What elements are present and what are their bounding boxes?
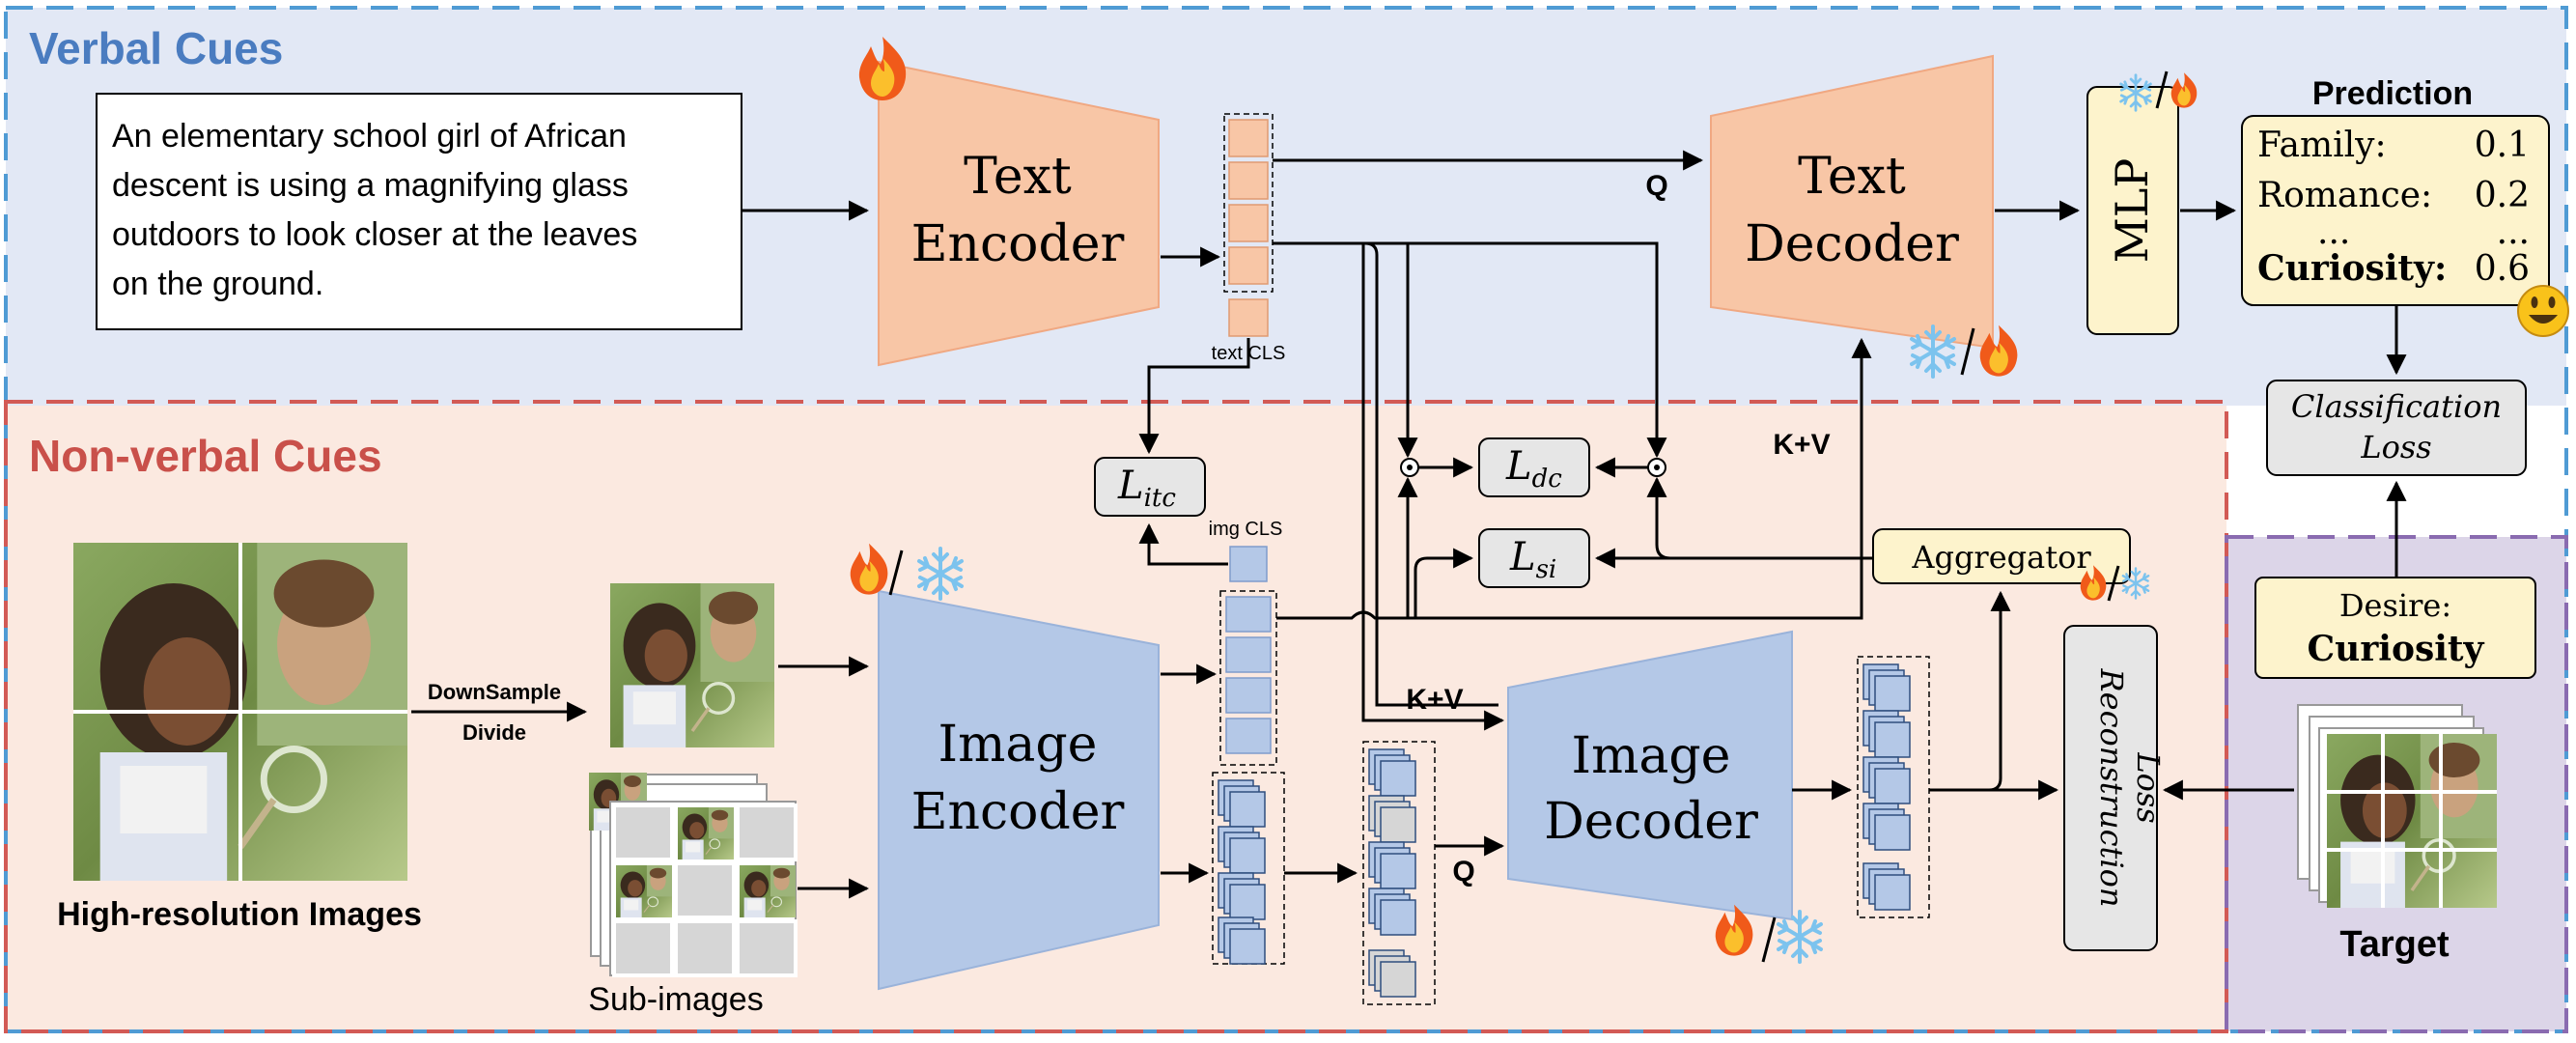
- aggregator-label: Aggregator: [1911, 539, 2091, 576]
- prediction-value-romance: 0.2: [2475, 176, 2530, 215]
- image-decoder-block: [1507, 630, 1793, 921]
- kv-label-image-decoder: K+V: [1406, 684, 1463, 716]
- q-label-image-decoder: Q: [1452, 856, 1474, 888]
- divide-label: Divide: [462, 720, 526, 745]
- image-encoder-label-2: Encoder: [911, 783, 1125, 841]
- img-cls-label: img CLS: [1209, 519, 1283, 540]
- caption-box: [96, 93, 742, 330]
- prediction-value-family: 0.1: [2475, 126, 2530, 165]
- mlp-block: [2086, 86, 2179, 335]
- high-resolution-images-label: High-resolution Images: [57, 896, 422, 933]
- loss-itc-box: [1094, 457, 1206, 517]
- prediction-label-curiosity: Curiosity:: [2257, 248, 2447, 289]
- q-label-text-decoder: Q: [1645, 170, 1667, 202]
- smile-icon: [2517, 285, 2569, 337]
- reconstruction-loss-box: [2063, 625, 2158, 951]
- caption-line-2: descent is using a magnifying glass: [112, 167, 629, 204]
- reconstruction-loss-label-1: Reconstruction: [2093, 668, 2130, 908]
- kv-label-text-decoder: K+V: [1773, 429, 1830, 461]
- image-encoder-label-1: Image: [938, 716, 1098, 774]
- caption-line-1: An elementary school girl of African: [112, 118, 627, 155]
- text-encoder-label-1: Text: [964, 148, 1072, 206]
- desire-label: Desire:: [2339, 587, 2451, 624]
- text-decoder-label-1: Text: [1798, 148, 1906, 206]
- caption-line-3: outdoors to look closer at the leaves: [112, 216, 637, 253]
- high-resolution-image: [73, 543, 407, 881]
- prediction-label-family: Family:: [2257, 126, 2387, 165]
- prediction-title: Prediction: [2312, 75, 2473, 112]
- classification-loss-label-2: Loss: [2360, 429, 2431, 465]
- loss-si-box: [1478, 528, 1590, 588]
- target-image-stack: [2297, 704, 2497, 908]
- image-decoder-label-2: Decoder: [1544, 793, 1758, 851]
- text-encoder-block: [878, 60, 1160, 367]
- caption-line-4: on the ground.: [112, 266, 323, 302]
- reconstruction-loss-label-2: Loss: [2130, 751, 2167, 823]
- loss-si-label: Lsi: [1509, 535, 1556, 584]
- aggregator-box: [1872, 528, 2131, 584]
- desire-value: Curiosity: [2308, 629, 2485, 669]
- text-decoder-label-2: Decoder: [1745, 215, 1959, 273]
- downsampled-image: [610, 583, 774, 747]
- target-label: Target: [2339, 924, 2450, 965]
- prediction-label-romance: Romance:: [2257, 176, 2432, 215]
- sub-images-label: Sub-images: [588, 981, 763, 1018]
- nonverbal-cues-title: Non-verbal Cues: [29, 431, 382, 481]
- text-encoder-label-2: Encoder: [911, 215, 1125, 273]
- loss-itc-label: Litc: [1117, 464, 1176, 513]
- downsample-label: DownSample: [428, 680, 561, 704]
- prediction-value-ellipsis: ...: [2497, 212, 2530, 252]
- prediction-value-curiosity: 0.6: [2475, 249, 2530, 289]
- mlp-label: MLP: [2106, 158, 2158, 264]
- image-decoder-label-1: Image: [1572, 727, 1731, 785]
- prediction-label-ellipsis: ...: [2317, 212, 2350, 252]
- loss-dc-box: [1478, 437, 1590, 497]
- loss-dc-label: Ldc: [1505, 444, 1562, 493]
- image-encoder-block: [878, 589, 1160, 991]
- verbal-cues-title: Verbal Cues: [29, 23, 283, 73]
- classification-loss-label-1: Classification: [2291, 388, 2502, 425]
- sub-images-stack: [589, 773, 798, 977]
- classification-loss-box: [2266, 380, 2527, 476]
